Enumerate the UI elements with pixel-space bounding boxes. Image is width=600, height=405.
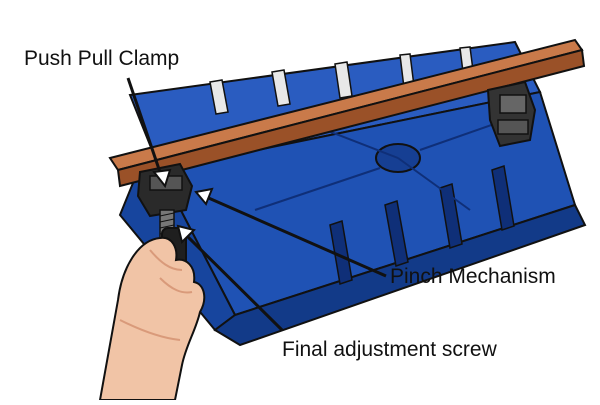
mitre-box-front-rim [213, 203, 587, 347]
label-pinch-mechanism: Pinch Mechanism [390, 265, 556, 288]
front-wall-slots [329, 165, 515, 285]
arrow-final-adjustment-screw [183, 232, 284, 332]
hand [98, 236, 206, 401]
wood-strip-front [116, 48, 586, 188]
right-clamp [486, 80, 537, 148]
arrow-push-pull-clamp [126, 77, 164, 179]
label-final-adjustment-screw: Final adjustment screw [282, 338, 497, 361]
arrow-pinch-mechanism [203, 194, 387, 278]
callout-arrows [126, 77, 387, 332]
label-push-pull-clamp: Push Pull Clamp [24, 47, 180, 70]
wood-strip [108, 38, 586, 188]
